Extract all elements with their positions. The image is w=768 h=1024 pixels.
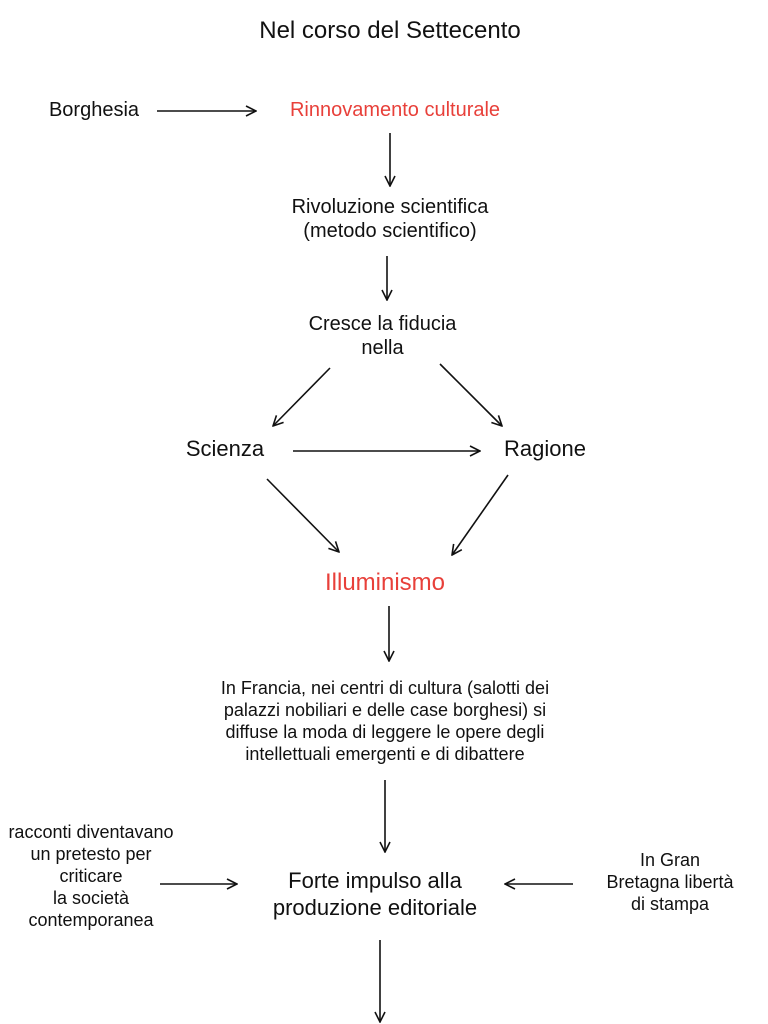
node-borghesia: Borghesia [48,99,140,121]
node-rinnovamento-culturale: Rinnovamento culturale [289,99,501,121]
node-forte-impulso: Forte impulso alla produzione editoriale [272,868,478,920]
node-rivoluzione-scientifica: Rivoluzione scientifica (metodo scientif… [291,196,489,243]
diagram-title: Nel corso del Settecento [259,17,521,44]
arrow-fiducia-ragione [439,363,502,426]
node-scienza: Scienza [185,436,265,461]
node-ragione: Ragione [504,436,586,461]
node-francia: In Francia, nei centri di cultura (salot… [220,678,550,764]
node-cresce-fiducia: Cresce la fiducia nella [308,313,457,360]
node-racconti: racconti diventavano un pretesto per cri… [8,822,174,930]
arrow-ragione-illuminismo [452,474,509,555]
arrow-scienza-illuminismo [266,478,339,552]
node-gran-bretagna: In Gran Bretagna libertà di stampa [606,850,734,914]
arrow-fiducia-scienza [273,367,331,426]
node-illuminismo: Illuminismo [324,569,446,596]
